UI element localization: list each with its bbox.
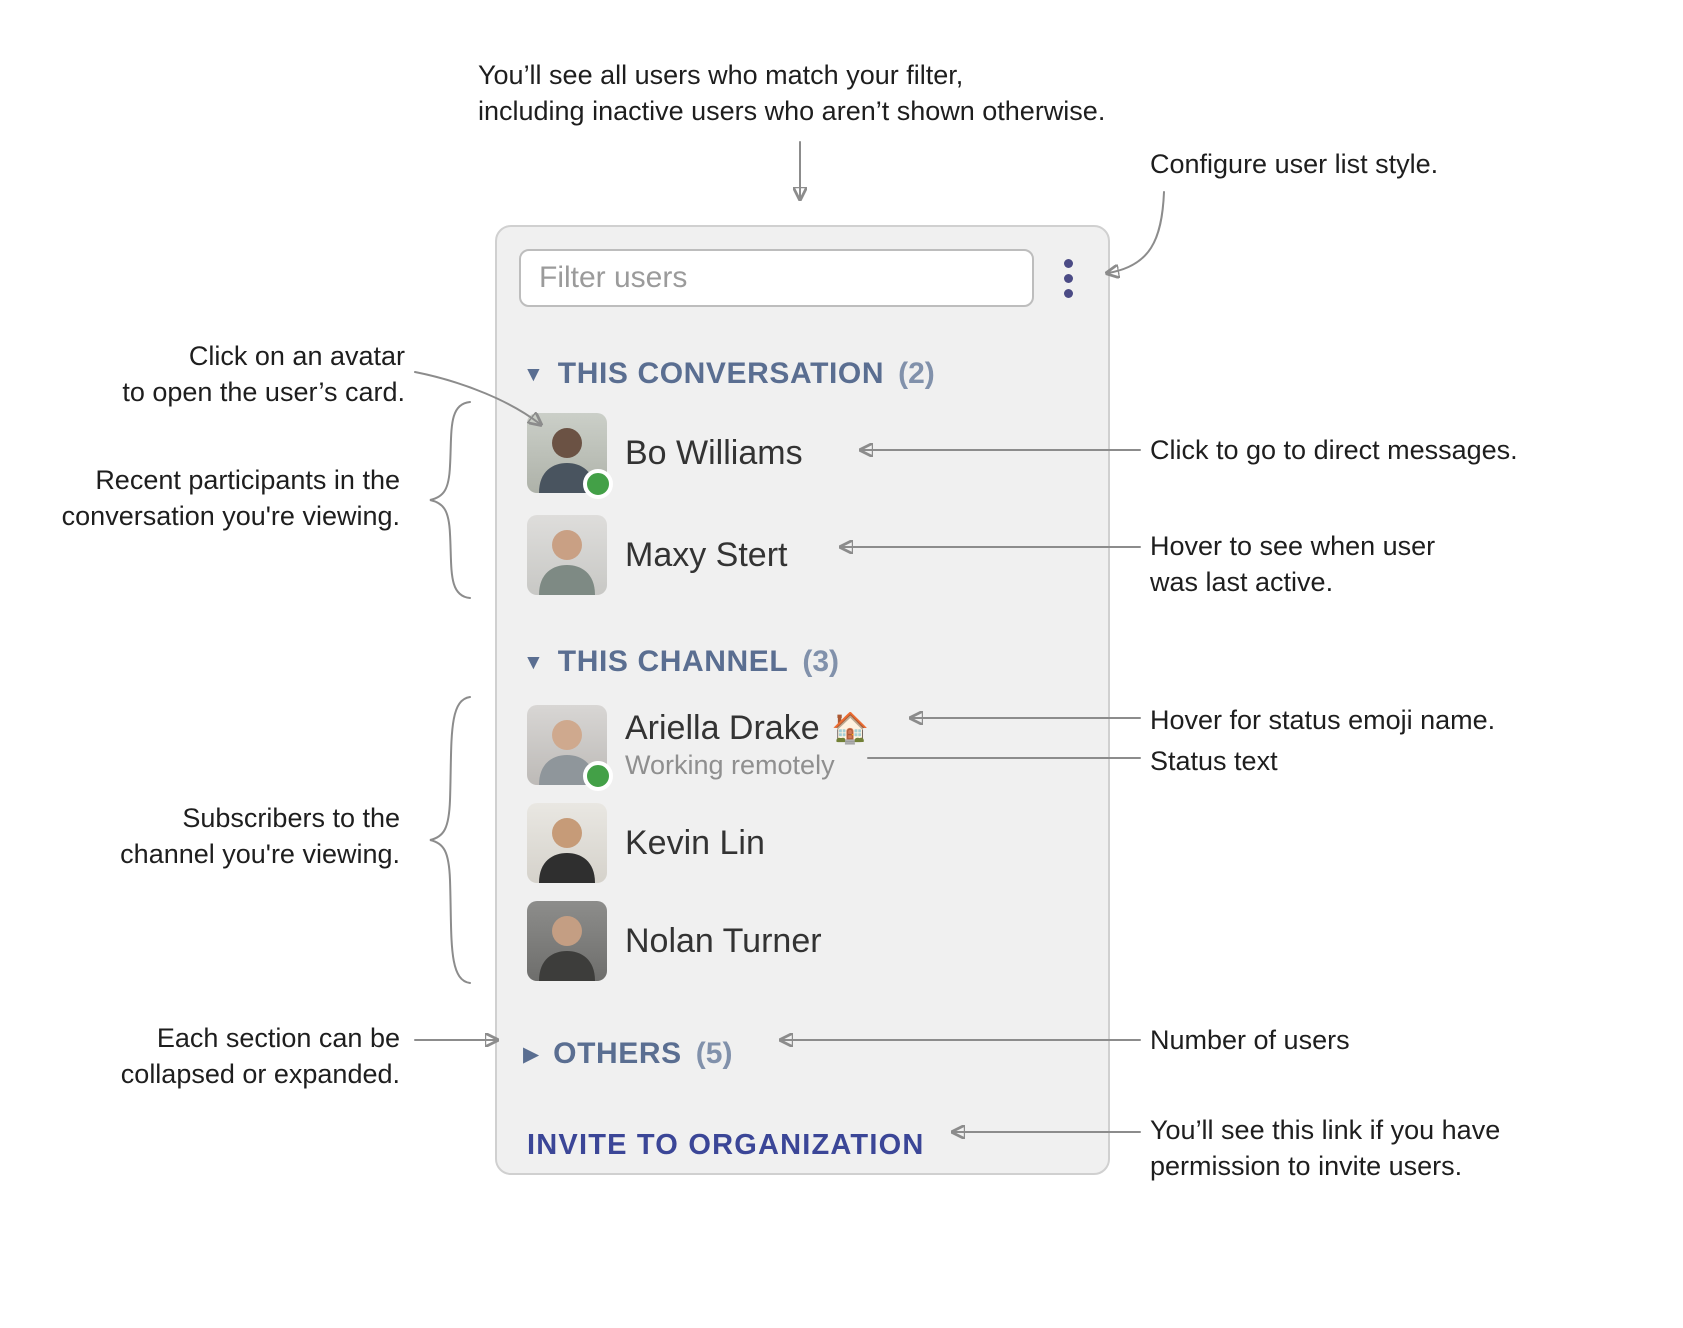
avatar-ariella-drake[interactable] bbox=[527, 705, 613, 791]
annotation-user-count: Number of users bbox=[1150, 1025, 1350, 1055]
user-row-nolan-turner: Nolan Turner bbox=[527, 901, 1090, 981]
connector-configure-curve bbox=[1108, 191, 1165, 273]
filter-row bbox=[519, 249, 1090, 307]
person-silhouette bbox=[539, 720, 595, 785]
filter-users-input[interactable] bbox=[519, 249, 1034, 307]
collapse-triangle-icon: ▼ bbox=[523, 651, 544, 674]
user-row-ariella-drake: Ariella Drake 🏠 Working remotely bbox=[527, 705, 1090, 791]
invite-to-organization-link[interactable]: INVITE TO ORGANIZATION bbox=[527, 1129, 925, 1161]
collapse-triangle-icon: ▼ bbox=[523, 363, 544, 386]
person-silhouette bbox=[539, 530, 595, 595]
annotation-recent-participants: Recent participants in the conversation … bbox=[61, 465, 400, 532]
avatar-nolan-turner[interactable] bbox=[527, 901, 607, 981]
avatar-bo-williams[interactable] bbox=[527, 413, 613, 499]
user-name-link[interactable]: Nolan Turner bbox=[625, 921, 822, 960]
user-row-bo-williams: Bo Williams bbox=[527, 413, 1090, 499]
kebab-dot bbox=[1063, 273, 1073, 283]
annotation-avatar: Click on an avatar to open the user’s ca… bbox=[122, 341, 405, 408]
user-name-link[interactable]: Maxy Stert bbox=[625, 535, 788, 574]
user-meta: Ariella Drake 🏠 Working remotely bbox=[625, 709, 869, 781]
annotation-subscribers: Subscribers to the channel you're viewin… bbox=[120, 803, 400, 870]
presence-active-dot bbox=[583, 469, 613, 499]
annotation-collapse: Each section can be collapsed or expande… bbox=[120, 1023, 400, 1090]
avatar-maxy-stert[interactable] bbox=[527, 515, 607, 595]
annotation-configure: Configure user list style. bbox=[1150, 149, 1439, 179]
annotation-filter-results: You’ll see all users who match your filt… bbox=[478, 60, 1106, 127]
person-silhouette bbox=[539, 916, 595, 981]
section-label: OTHERS bbox=[553, 1037, 682, 1070]
person-silhouette bbox=[539, 818, 595, 883]
brace-recent-participants bbox=[429, 401, 471, 599]
status-emoji-house-icon[interactable]: 🏠 bbox=[831, 711, 869, 745]
brace-subscribers bbox=[429, 696, 471, 984]
kebab-dot bbox=[1063, 258, 1073, 268]
user-name-link[interactable]: Bo Williams bbox=[625, 433, 803, 472]
annotation-status-emoji: Hover for status emoji name. bbox=[1150, 705, 1496, 735]
section-user-count: (3) bbox=[802, 645, 839, 678]
annotation-direct-messages: Click to go to direct messages. bbox=[1150, 435, 1518, 465]
user-status-text: Working remotely bbox=[625, 750, 835, 780]
user-row-maxy-stert: Maxy Stert bbox=[527, 515, 1090, 595]
user-name-link[interactable]: Ariella Drake bbox=[625, 709, 820, 747]
user-list-options-kebab-icon[interactable] bbox=[1046, 249, 1090, 307]
avatar-kevin-lin[interactable] bbox=[527, 803, 607, 883]
annotation-status-text: Status text bbox=[1150, 746, 1278, 776]
section-user-count: (5) bbox=[695, 1037, 733, 1070]
section-label: THIS CONVERSATION bbox=[557, 357, 885, 390]
section-header-others[interactable]: ▶ OTHERS (5) bbox=[523, 1037, 1090, 1071]
section-header-this-channel[interactable]: ▼ THIS CHANNEL (3) bbox=[523, 645, 1090, 679]
collapse-triangle-icon: ▶ bbox=[523, 1043, 540, 1066]
person-silhouette bbox=[539, 428, 595, 493]
section-label: THIS CHANNEL bbox=[557, 645, 789, 678]
user-list-panel: ▼ THIS CONVERSATION (2) Bo Williams M bbox=[495, 225, 1110, 1175]
section-user-count: (2) bbox=[898, 357, 935, 390]
annotation-invite-permission: You’ll see this link if you have permiss… bbox=[1150, 1115, 1501, 1182]
user-name-link[interactable]: Kevin Lin bbox=[625, 823, 765, 862]
section-header-this-conversation[interactable]: ▼ THIS CONVERSATION (2) bbox=[523, 357, 1090, 391]
kebab-dot bbox=[1063, 288, 1073, 298]
user-row-kevin-lin: Kevin Lin bbox=[527, 803, 1090, 883]
presence-active-dot bbox=[583, 761, 613, 791]
annotation-last-active: Hover to see when user was last active. bbox=[1150, 531, 1436, 598]
